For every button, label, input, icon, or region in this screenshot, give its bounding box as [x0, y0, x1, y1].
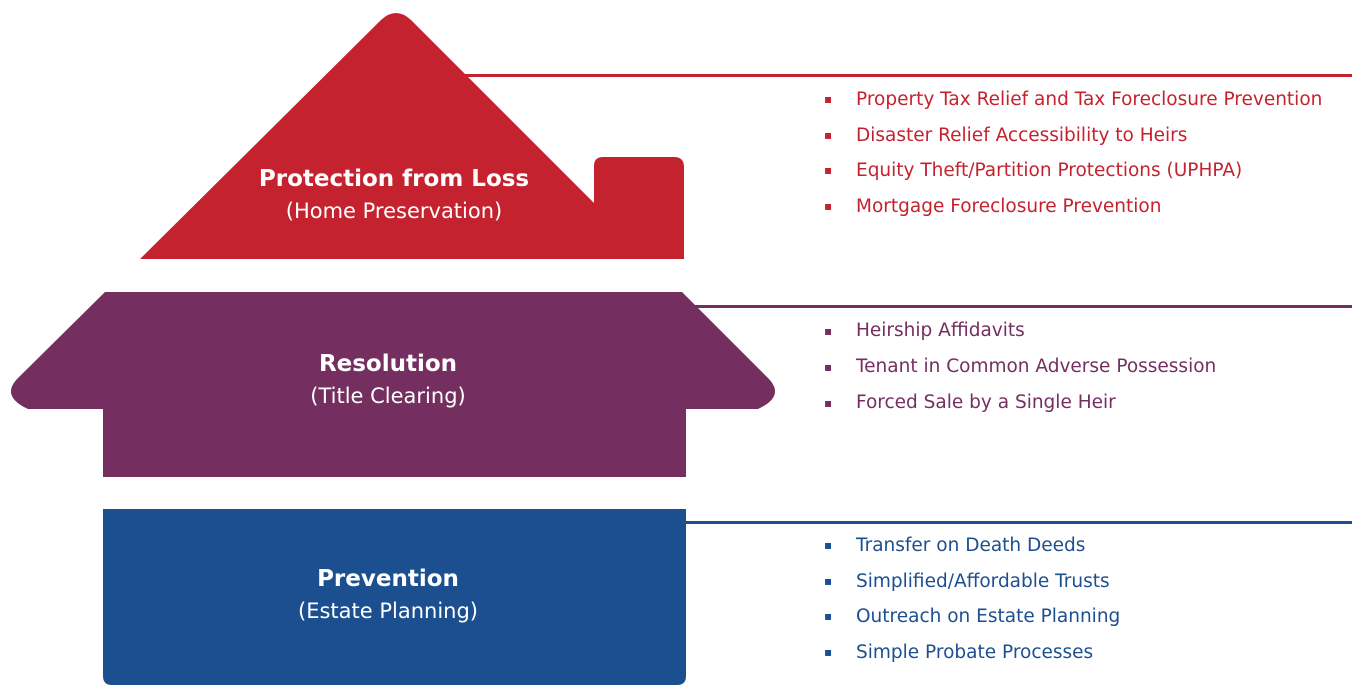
bullet-icon: ▪ [824, 163, 833, 178]
list-item-text: Forced Sale by a Single Heir [856, 392, 1116, 413]
list-item: ▪ Disaster Relief Accessibility to Heirs [822, 118, 1322, 154]
list-item-text: Transfer on Death Deeds [856, 535, 1086, 556]
base-prevention-shape [103, 509, 686, 685]
list-item: ▪ Tenant in Common Adverse Possession [822, 349, 1216, 385]
list-item: ▪ Transfer on Death Deeds [822, 528, 1120, 564]
list-item-text: Property Tax Relief and Tax Foreclosure … [856, 89, 1323, 110]
tier-label-protection: Protection from Loss (Home Preservation) [259, 163, 529, 227]
tier-subtitle-resolution: (Title Clearing) [310, 384, 466, 408]
tier-subtitle-protection: (Home Preservation) [285, 199, 503, 223]
list-item-text: Simple Probate Processes [856, 642, 1094, 664]
tier-subtitle-prevention: (Estate Planning) [298, 599, 478, 623]
list-item: ▪ Equity Theft/Partition Protections (UPH… [822, 153, 1322, 189]
tier-label-prevention: Prevention (Estate Planning) [298, 563, 478, 627]
rule-protection [462, 74, 1352, 77]
bullet-icon: ▪ [824, 645, 833, 660]
rule-prevention [686, 521, 1352, 524]
list-item-text: Outreach on Estate Planning [856, 606, 1121, 628]
list-item: ▪ Forced Sale by a Single Heir [822, 385, 1216, 421]
middle-resolution-shape [10, 292, 776, 477]
list-item-text: Equity Theft/Partition Protections (UPHP… [856, 160, 1243, 182]
list-item-text: Simplified/Affordable Trusts [856, 570, 1110, 592]
list-item: ▪ Outreach on Estate Planning [822, 599, 1120, 635]
list-item: ▪ Property Tax Relief and Tax Foreclosure… [822, 82, 1322, 118]
list-resolution: ▪ Heirship Affidavits ▪ Tenant in Common A… [822, 313, 1216, 421]
bullet-icon: ▪ [824, 324, 833, 338]
bullet-icon: ▪ [824, 573, 833, 588]
list-item: ▪ Simplified/Affordable Trusts [822, 564, 1120, 600]
roof-protection-shape [140, 13, 684, 259]
list-item: ▪ Heirship Affidavits [822, 313, 1216, 349]
bullet-icon: ▪ [824, 538, 833, 552]
tier-title-prevention: Prevention [317, 566, 459, 592]
bullet-icon: ▪ [824, 396, 833, 410]
list-item-text: Disaster Relief Accessibility to Heirs [856, 124, 1188, 146]
list-item-text: Heirship Affidavits [856, 320, 1025, 341]
bullet-icon: ▪ [824, 199, 833, 214]
list-item-text: Tenant in Common Adverse Possession [856, 356, 1217, 377]
bullet-icon: ▪ [824, 609, 833, 624]
bullet-icon: ▪ [824, 92, 833, 106]
list-item-text: Mortgage Foreclosure Prevention [856, 196, 1162, 218]
bullet-icon: ▪ [824, 127, 833, 142]
tier-title-protection: Protection from Loss [258, 166, 530, 192]
tier-title-resolution: Resolution [318, 351, 458, 377]
tier-label-resolution: Resolution (Title Clearing) [310, 348, 465, 412]
list-protection: ▪ Property Tax Relief and Tax Foreclosure… [822, 82, 1322, 225]
list-prevention: ▪ Transfer on Death Deeds ▪ Simplified/Aff… [822, 528, 1120, 671]
list-item: ▪ Mortgage Foreclosure Prevention [822, 189, 1322, 225]
list-item: ▪ Simple Probate Processes [822, 635, 1120, 671]
bullet-icon: ▪ [824, 360, 833, 374]
rule-resolution [688, 305, 1352, 308]
